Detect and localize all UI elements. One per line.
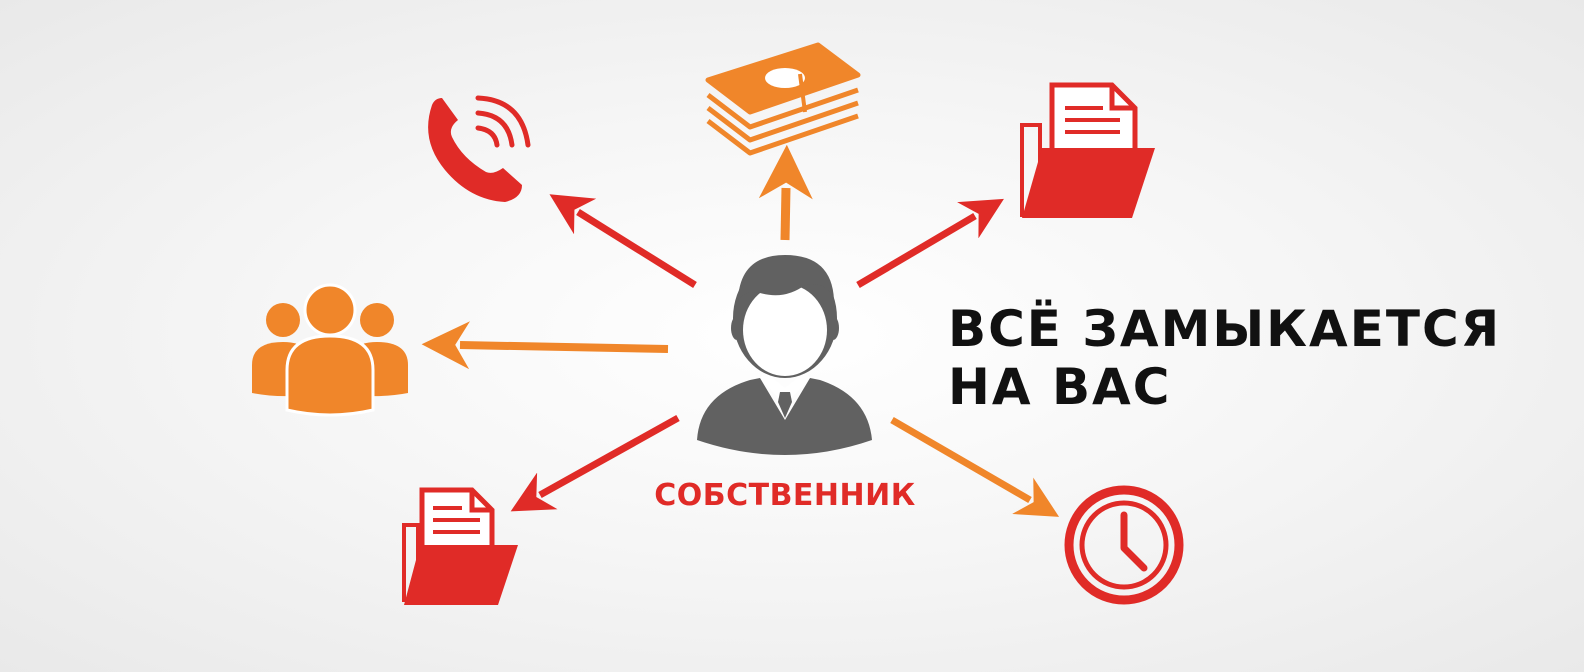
arrow-to-team [421,321,669,370]
arrow-to-phone [549,194,697,288]
team-icon [252,283,408,417]
arrow-to-folder-top [856,198,1004,289]
owner-label: СОБСТВЕННИК [654,478,916,513]
arrow-to-folder-bottom [510,414,680,512]
headline-line-1: ВСЁ ЗАМЫКАЕТСЯ [948,300,1502,358]
arrow-to-money [758,144,813,241]
phone-icon [428,95,531,202]
document-folder-icon [402,487,518,605]
clock-icon [1064,485,1184,605]
headline-line-2: НА ВАС [948,358,1172,416]
headline: ВСЁ ЗАМЫКАЕТСЯ НА ВАС [948,300,1548,416]
arrows [421,144,1060,517]
document-folder-icon [1020,82,1155,218]
money-stack-icon [705,42,861,156]
owner-person-icon [697,255,872,455]
arrow-to-clock [890,416,1060,517]
